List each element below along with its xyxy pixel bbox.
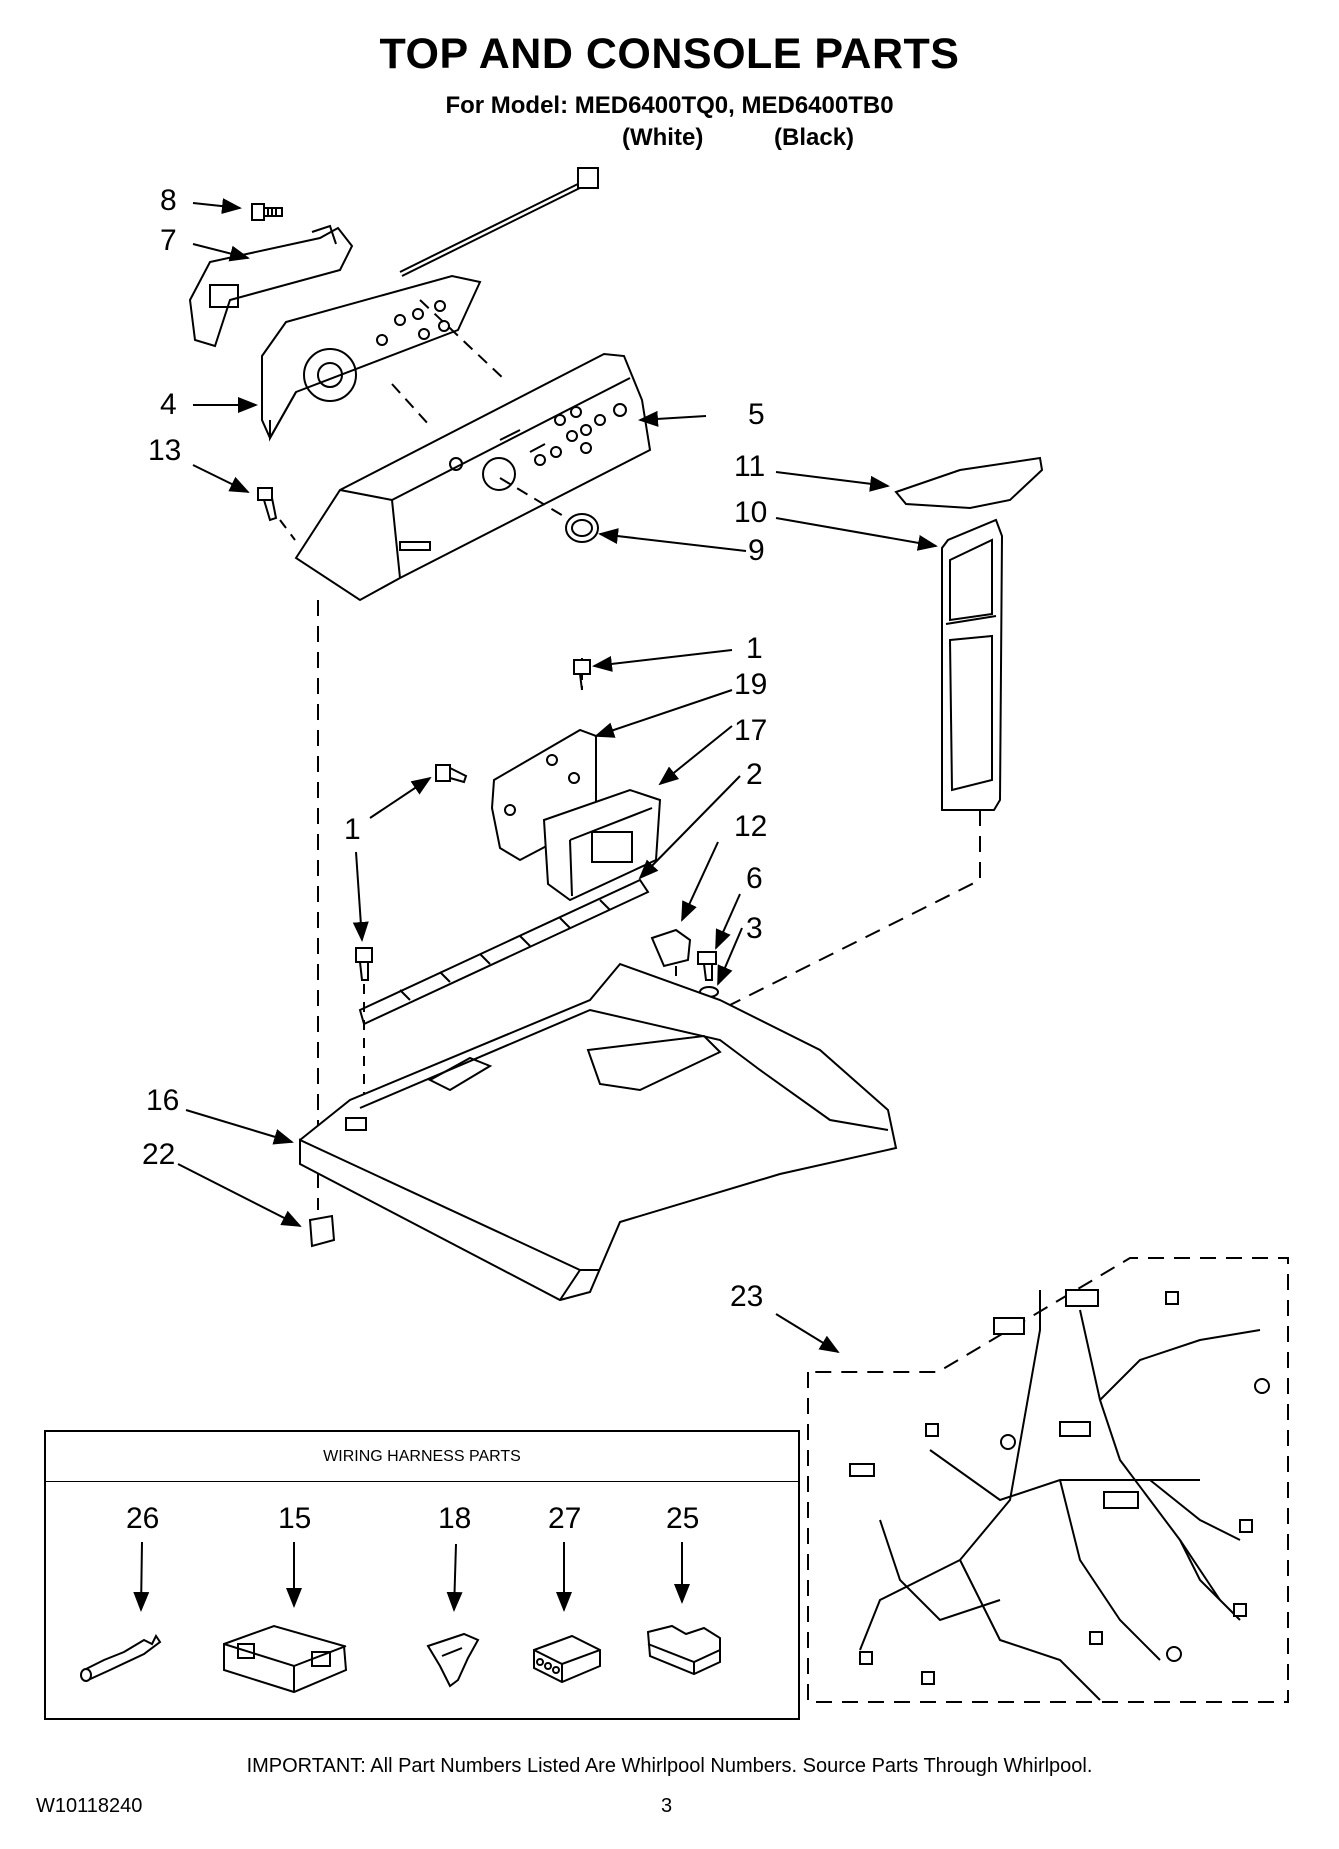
part-16-top-panel <box>299 962 898 1302</box>
model-subtitle: For Model: MED6400TQ0, MED6400TB0 <box>445 92 894 119</box>
callout-16: 16 <box>146 1084 180 1117</box>
callout-8: 8 <box>160 184 177 217</box>
part-11-end-cap <box>894 456 1044 510</box>
leader-13 <box>279 519 296 541</box>
harness-parts-drawings <box>80 1541 721 1694</box>
leader-endcap-to-top <box>679 810 981 1031</box>
holder-25-icon <box>646 1624 721 1676</box>
leader-board-console <box>391 383 431 427</box>
callout-1-top: 1 <box>746 632 763 665</box>
part-1-screw-lower <box>355 947 373 981</box>
part-2-hinge-strip <box>358 878 650 1026</box>
callout-3: 3 <box>746 912 763 945</box>
console-cable <box>399 167 599 277</box>
part-4-control-board <box>261 274 482 442</box>
clip-18-icon <box>426 1632 480 1688</box>
connector-15-icon <box>223 1624 348 1694</box>
harness-part-18: 18 <box>438 1502 472 1535</box>
part-1-screw-left <box>435 764 468 784</box>
callout-19: 19 <box>734 668 768 701</box>
callout-1-left: 1 <box>344 813 361 846</box>
part-1-screw-top <box>573 659 591 691</box>
harness-part-25: 25 <box>666 1502 700 1535</box>
part-9-knob <box>565 513 599 543</box>
harness-part-27: 27 <box>548 1502 582 1535</box>
callout-4: 4 <box>160 388 177 421</box>
callout-12: 12 <box>734 810 768 843</box>
callout-23: 23 <box>730 1280 764 1313</box>
callout-5: 5 <box>748 398 765 431</box>
variant-white: (White) <box>622 124 704 151</box>
leader-knob <box>499 477 581 527</box>
part-12-clip <box>650 928 692 968</box>
wiring-harness-heading: WIRING HARNESS PARTS <box>46 1432 798 1482</box>
wiring-harness-parts-box: WIRING HARNESS PARTS 26 15 18 27 25 <box>44 1430 800 1720</box>
callout-17: 17 <box>734 714 768 747</box>
part-6-screw <box>697 951 717 981</box>
callout-22: 22 <box>142 1138 176 1171</box>
variant-black: (Black) <box>774 124 855 151</box>
part-10-end-cap-frame <box>941 518 1004 811</box>
block-27-icon <box>533 1634 601 1684</box>
page-title: TOP AND CONSOLE PARTS <box>379 30 960 78</box>
callout-11: 11 <box>734 450 766 483</box>
callout-arrows <box>177 198 938 1354</box>
callout-9: 9 <box>748 534 765 567</box>
callout-2: 2 <box>746 758 763 791</box>
part-5-console <box>294 352 652 602</box>
page-number: 3 <box>661 1795 673 1817</box>
document-number: W10118240 <box>36 1795 143 1817</box>
part-13-screw <box>257 487 278 522</box>
callout-10: 10 <box>734 496 768 529</box>
callout-6: 6 <box>746 862 763 895</box>
part-17-module <box>542 788 662 902</box>
part-23-wiring-harness <box>807 1257 1289 1703</box>
callout-13: 13 <box>148 434 182 467</box>
part-8-screw <box>251 203 283 221</box>
part-22-bumper <box>308 1214 336 1248</box>
terminal-26-icon <box>80 1634 162 1682</box>
callout-7: 7 <box>160 224 177 257</box>
harness-part-26: 26 <box>126 1502 160 1535</box>
harness-part-15: 15 <box>278 1502 312 1535</box>
part-7-bracket <box>188 224 354 348</box>
important-note: IMPORTANT: All Part Numbers Listed Are W… <box>246 1755 1093 1777</box>
